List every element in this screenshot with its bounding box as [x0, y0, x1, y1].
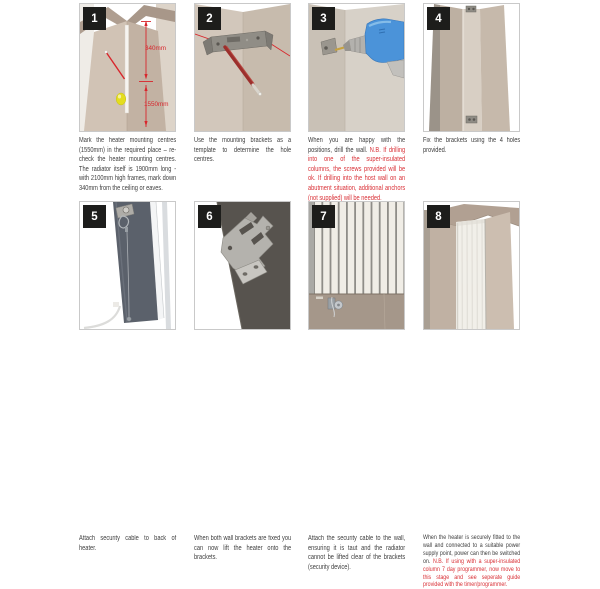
- bottom-bracket-art: [466, 116, 477, 123]
- step-caption: When both wall brackets are fixed you ca…: [194, 534, 291, 563]
- step5-image: 5: [79, 201, 176, 330]
- dimension-label-top: 340mm: [145, 45, 166, 52]
- step4-image: 4: [423, 3, 520, 132]
- column-radiator-art: [456, 219, 486, 329]
- cable-end-art: [127, 317, 131, 321]
- step-number-badge: 5: [83, 205, 106, 228]
- step-number-badge: 2: [198, 7, 221, 30]
- step-caption: Mark the heater mounting centres (1550mm…: [79, 136, 176, 194]
- step8-image: 8: [423, 201, 520, 330]
- step7-image: 7: [308, 201, 405, 330]
- step1-image: 340mm 1550mm 1: [79, 3, 176, 132]
- step-number-badge: 8: [427, 205, 450, 228]
- power-cord-art: [84, 306, 120, 328]
- step-number-badge: 4: [427, 7, 450, 30]
- step3-image: 3: [308, 3, 405, 132]
- step-caption: When the heater is securely fitted to th…: [423, 534, 520, 589]
- dimension-label-bottom: 1550mm: [144, 101, 169, 108]
- step2-image: 2: [194, 3, 291, 132]
- step-caption: Use the mounting brackets as a template …: [194, 136, 291, 165]
- step-caption: Attach the security cable to the wall, e…: [308, 534, 405, 572]
- step-caption: Fix the brackets using the 4 holes provi…: [423, 136, 520, 155]
- top-bracket-art: [466, 6, 476, 12]
- step-number-badge: 7: [312, 205, 335, 228]
- step-number-badge: 1: [83, 7, 106, 30]
- step-caption: When you are happy with the positions, d…: [308, 136, 405, 203]
- step-number-badge: 6: [198, 205, 221, 228]
- step-number-badge: 3: [312, 7, 335, 30]
- step-caption: Attach security cable to back of heater.: [79, 534, 176, 553]
- step6-image: 6: [194, 201, 291, 330]
